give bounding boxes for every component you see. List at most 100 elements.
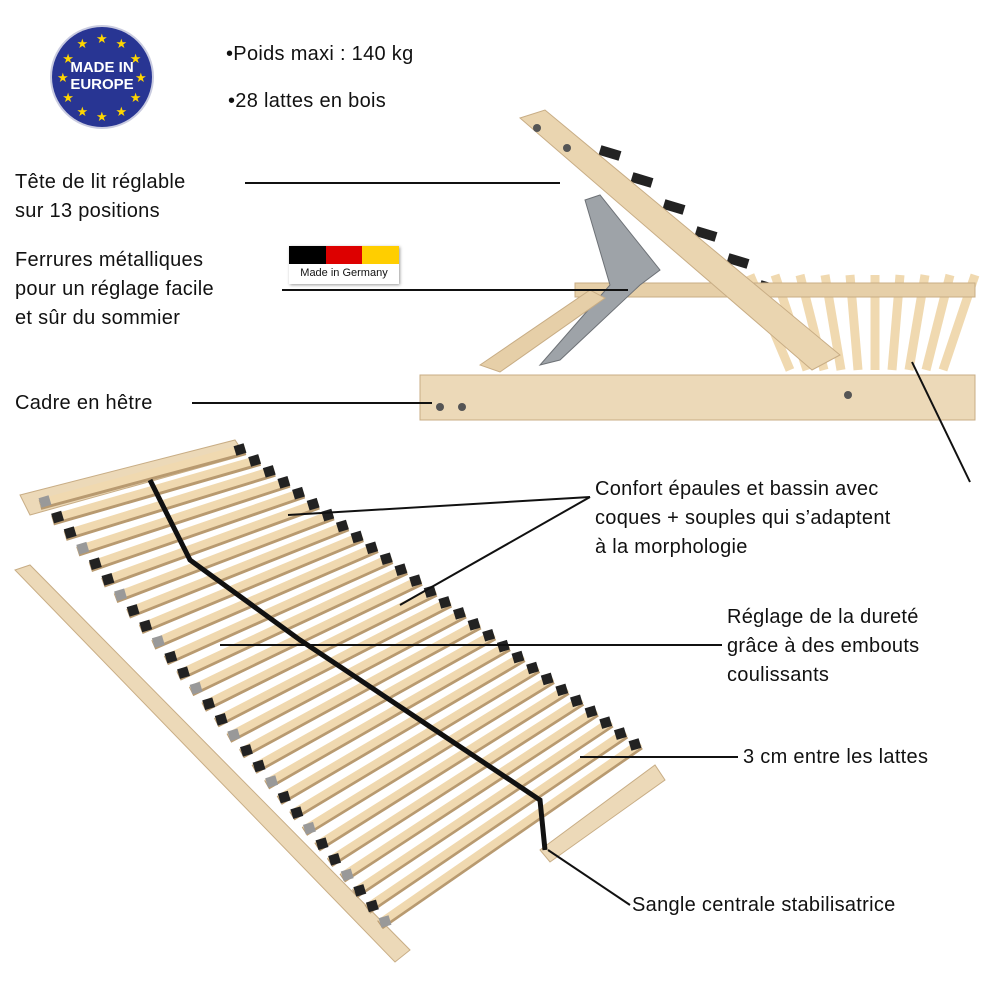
slat-end-cap: [726, 253, 750, 269]
slat-end-cap: [630, 172, 654, 188]
slat-end-cap: [88, 557, 102, 571]
comfort-label-3: à la morphologie: [595, 536, 748, 558]
slat-end-cap: [252, 759, 266, 773]
slat-end-cap: [379, 552, 393, 566]
slat-end-cap: [51, 510, 65, 524]
slat-end-cap: [365, 899, 379, 913]
slat-end-cap: [214, 712, 228, 726]
firmness-label-2: grâce à des embouts: [727, 635, 920, 657]
frame-label: Cadre en hêtre: [15, 392, 153, 414]
slat-end-cap: [599, 716, 613, 729]
headrest-label-1: Tête de lit réglable: [15, 171, 186, 193]
slat-end-cap: [328, 852, 342, 866]
firmness-label-1: Réglage de la dureté: [727, 606, 919, 628]
slat: [38, 444, 247, 507]
slat: [151, 542, 379, 647]
slat-end-cap: [555, 683, 569, 697]
slat-end-cap: [321, 508, 335, 522]
spec-max-weight: •Poids maxi : 140 kg: [226, 43, 414, 65]
slat: [76, 476, 291, 554]
spacing-label: 3 cm entre les lattes: [743, 746, 929, 768]
slat-end-cap: [423, 585, 437, 598]
star-icon: ★: [96, 31, 108, 46]
slat-end-cap: [76, 541, 90, 555]
spec-slat-count: •28 lattes en bois: [228, 90, 387, 112]
star-icon: ★: [76, 103, 89, 119]
slat-end-cap: [340, 868, 354, 882]
slat: [302, 674, 555, 834]
made-in-germany-text: Made in Germany: [300, 267, 388, 279]
top-bed-frame: [419, 109, 980, 421]
slat: [89, 487, 305, 570]
slat: [64, 466, 276, 538]
slat-end-cap: [570, 694, 583, 708]
slat: [189, 575, 423, 694]
slat-end-cap: [613, 727, 627, 740]
slat-end-cap: [628, 738, 642, 751]
slat: [264, 641, 511, 787]
star-icon: ★: [62, 50, 74, 66]
slat-end-cap: [277, 790, 291, 804]
slat-end-cap: [598, 145, 622, 161]
slat: [101, 498, 320, 585]
slat: [139, 531, 364, 632]
slat: [252, 630, 496, 771]
slat-end-cap: [315, 837, 329, 851]
slat-end-cap: [378, 915, 392, 928]
slat-end-cap: [350, 530, 364, 544]
slat-end-cap: [265, 775, 279, 788]
star-icon: ★: [129, 89, 142, 105]
slat-end-cap: [482, 628, 496, 642]
slat-end-cap: [290, 806, 304, 819]
slat-end-cap: [189, 681, 203, 695]
slat-end-cap: [365, 541, 379, 555]
slat-end-cap: [540, 672, 554, 686]
slat: [340, 706, 599, 880]
star-icon: ★: [76, 36, 89, 52]
slat-end-cap: [202, 697, 216, 711]
slat-end-cap: [394, 563, 408, 576]
slat-end-cap: [511, 650, 525, 664]
strap-label: Sangle centrale stabilisatrice: [632, 894, 896, 916]
slat-end-cap: [438, 596, 452, 609]
slat: [114, 509, 335, 601]
firmness-label-3: coulissants: [727, 664, 830, 686]
slat: [277, 652, 525, 803]
slat-end-cap: [139, 619, 153, 633]
slat-end-cap: [306, 497, 320, 511]
slat: [176, 564, 408, 678]
slat-end-cap: [303, 821, 316, 835]
slat: [164, 553, 393, 663]
slat-end-cap: [409, 574, 422, 587]
slat-end-cap: [292, 486, 305, 500]
slat-end-cap: [114, 588, 127, 602]
comfort-label-1: Confort épaules et bassin avec: [595, 478, 879, 500]
star-icon: ★: [62, 89, 74, 105]
slat-end-cap: [227, 728, 241, 742]
slat-end-cap: [240, 744, 253, 757]
slat: [365, 728, 628, 911]
slat-end-cap: [151, 635, 165, 648]
slat: [377, 739, 643, 927]
slat-end-cap: [277, 475, 291, 489]
star-icon: ★: [135, 70, 147, 85]
slat-end-cap: [101, 572, 115, 586]
slat-end-cap: [526, 661, 540, 675]
german-flag-icon: [289, 246, 400, 264]
slat-end-cap: [233, 443, 247, 456]
slat-end-cap: [262, 465, 276, 478]
slat: [314, 684, 569, 849]
slat: [327, 695, 584, 865]
made-in-europe-badge: ★★★★★★★★★★★★ MADE IN EUROPE: [52, 27, 152, 127]
slat-end-cap: [126, 604, 140, 617]
made-in-europe-text: MADE IN EUROPE: [70, 59, 134, 93]
made-in-germany-badge: Made in Germany: [289, 246, 400, 284]
slat-end-cap: [584, 705, 598, 719]
slat-end-cap: [248, 454, 262, 467]
slat: [201, 586, 437, 709]
star-icon: ★: [96, 109, 108, 124]
slat: [289, 663, 540, 818]
slat-end-cap: [353, 884, 367, 897]
